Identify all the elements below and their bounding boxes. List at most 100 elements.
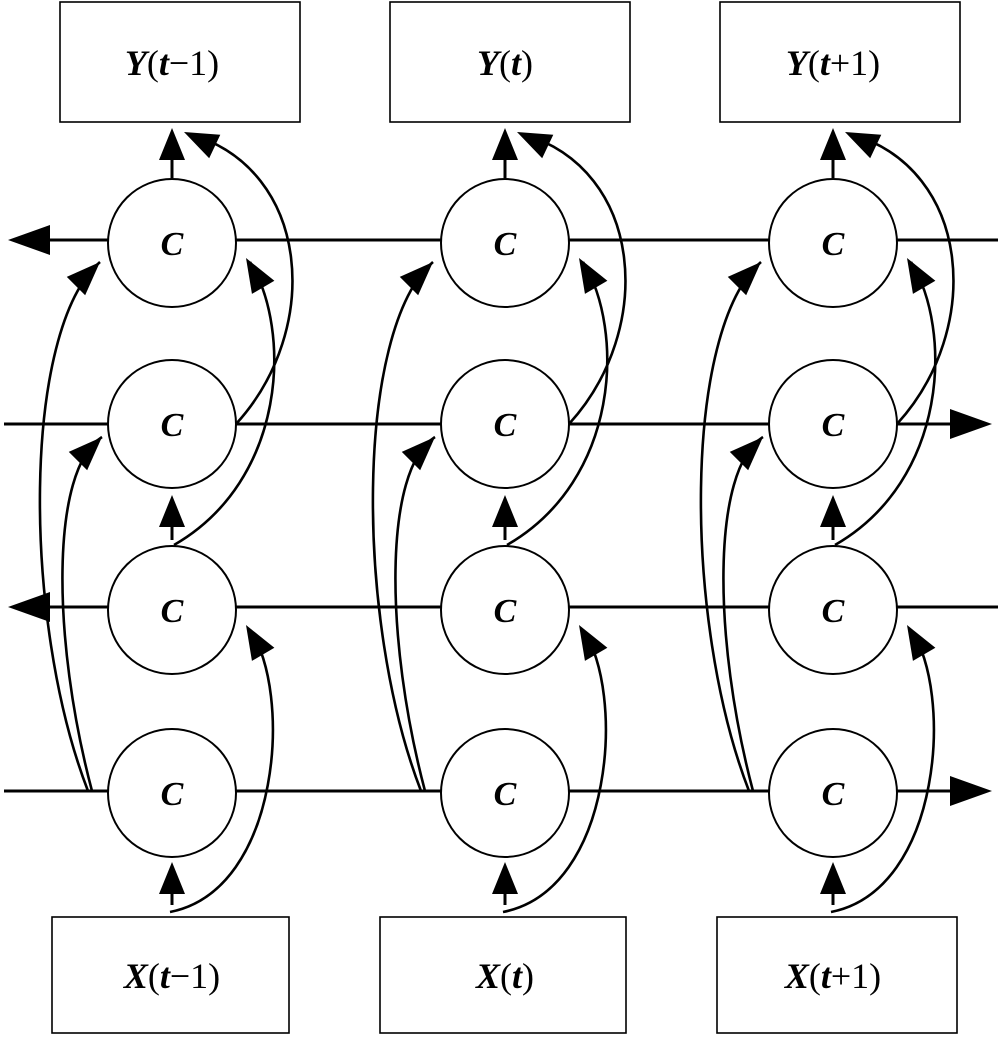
cell-label: C bbox=[161, 593, 184, 630]
variable-name: X bbox=[475, 956, 501, 996]
cell-circle bbox=[768, 545, 898, 675]
output-box-label: Y(t−1) bbox=[125, 43, 219, 83]
right-arrowhead bbox=[950, 409, 992, 439]
paren-close: ) bbox=[521, 43, 533, 83]
cell-node: C bbox=[768, 359, 898, 489]
stack-arrowhead bbox=[492, 495, 518, 527]
time-symbol: t bbox=[821, 956, 832, 996]
cell-label: C bbox=[494, 593, 517, 630]
right-skip-curve bbox=[522, 132, 627, 425]
input-box: X(t−1) bbox=[51, 916, 290, 1034]
cell-circle bbox=[107, 545, 237, 675]
time-symbol: t bbox=[512, 956, 523, 996]
cell-label: C bbox=[822, 226, 845, 263]
paren-close: ) bbox=[208, 956, 220, 996]
cell-to-output-arrowhead bbox=[159, 128, 185, 160]
cell-node: C bbox=[440, 178, 570, 308]
right-arrowhead bbox=[950, 776, 992, 806]
cell-circle bbox=[107, 728, 237, 858]
cell-label: C bbox=[161, 776, 184, 813]
left-skip-arrowhead bbox=[68, 437, 102, 471]
right-skip-arrowhead bbox=[246, 625, 275, 661]
right-skip-curve bbox=[830, 629, 936, 914]
cell-nodes: C C C C C C C C C C C C bbox=[107, 178, 898, 858]
variable-name: Y bbox=[125, 43, 150, 83]
cell-label: C bbox=[494, 776, 517, 813]
left-skip-curve bbox=[61, 435, 103, 792]
paren-open: ( bbox=[808, 43, 820, 83]
input-box: X(t) bbox=[379, 916, 627, 1034]
cell-label: C bbox=[822, 776, 845, 813]
input-to-cell-arrowhead bbox=[492, 862, 518, 894]
time-symbol: t bbox=[820, 43, 831, 83]
right-skip-arrowhead bbox=[517, 132, 554, 159]
paren-open: ( bbox=[809, 956, 821, 996]
left-skip-arrowhead bbox=[66, 262, 100, 296]
paren-close: ) bbox=[869, 956, 881, 996]
cell-label: C bbox=[822, 407, 845, 444]
left-arrowhead bbox=[8, 225, 50, 255]
time-symbol: t bbox=[160, 956, 171, 996]
right-skip-curve bbox=[169, 629, 275, 914]
right-skip-arrowhead bbox=[579, 258, 608, 294]
right-skip-curve bbox=[506, 261, 609, 547]
paren-close: ) bbox=[868, 43, 880, 83]
cell-label: C bbox=[822, 593, 845, 630]
stack-arrowhead bbox=[159, 495, 185, 527]
output-box: Y(t+1) bbox=[719, 1, 961, 123]
paren-open: ( bbox=[147, 43, 159, 83]
input-box-rect bbox=[51, 916, 290, 1034]
cell-circle bbox=[440, 359, 570, 489]
time-offset: −1 bbox=[169, 43, 207, 83]
cell-circle bbox=[768, 728, 898, 858]
input-to-cell-arrowhead bbox=[820, 862, 846, 894]
cell-circle bbox=[768, 178, 898, 308]
cell-to-output-arrowhead bbox=[820, 128, 846, 160]
output-box: Y(t) bbox=[389, 1, 631, 123]
cell-label: C bbox=[161, 407, 184, 444]
input-box-rect bbox=[379, 916, 627, 1034]
right-skip-curve bbox=[173, 261, 276, 547]
cell-node: C bbox=[768, 545, 898, 675]
left-skip-arrowhead bbox=[727, 262, 761, 296]
variable-name: X bbox=[123, 956, 149, 996]
input-to-cell-arrowhead bbox=[159, 862, 185, 894]
cell-node: C bbox=[440, 545, 570, 675]
right-skip-arrowhead bbox=[579, 625, 608, 661]
skip-connections bbox=[38, 132, 955, 914]
time-offset: +1 bbox=[830, 43, 868, 83]
time-offset: +1 bbox=[831, 956, 869, 996]
cell-circle bbox=[440, 545, 570, 675]
cell-circle bbox=[768, 359, 898, 489]
paren-open: ( bbox=[148, 956, 160, 996]
cell-node: C bbox=[768, 728, 898, 858]
left-skip-curve bbox=[371, 261, 434, 792]
left-skip-curve bbox=[394, 435, 436, 792]
right-skip-arrowhead bbox=[184, 132, 221, 159]
variable-name: Y bbox=[786, 43, 811, 83]
cell-circle bbox=[440, 728, 570, 858]
output-box: Y(t−1) bbox=[59, 1, 301, 123]
paren-open: ( bbox=[500, 956, 512, 996]
left-skip-curve bbox=[38, 261, 101, 792]
right-skip-arrowhead bbox=[845, 132, 882, 159]
paren-close: ) bbox=[522, 956, 534, 996]
cell-label: C bbox=[494, 407, 517, 444]
output-box-rect bbox=[59, 1, 301, 123]
input-box-label: X(t+1) bbox=[784, 956, 881, 996]
left-skip-arrowhead bbox=[729, 437, 763, 471]
cell-circle bbox=[107, 359, 237, 489]
output-box-label: Y(t) bbox=[477, 43, 533, 83]
io-boxes: Y(t−1)Y(t)Y(t+1)X(t−1)X(t)X(t+1) bbox=[51, 1, 961, 1034]
right-skip-arrowhead bbox=[246, 258, 275, 294]
cell-node: C bbox=[440, 728, 570, 858]
cell-circle bbox=[440, 178, 570, 308]
cell-circle bbox=[107, 178, 237, 308]
cell-node: C bbox=[107, 359, 237, 489]
cell-label: C bbox=[161, 226, 184, 263]
input-box-label: X(t−1) bbox=[123, 956, 220, 996]
input-box-label: X(t) bbox=[475, 956, 534, 996]
output-box-rect bbox=[389, 1, 631, 123]
cell-to-output-arrowhead bbox=[492, 128, 518, 160]
